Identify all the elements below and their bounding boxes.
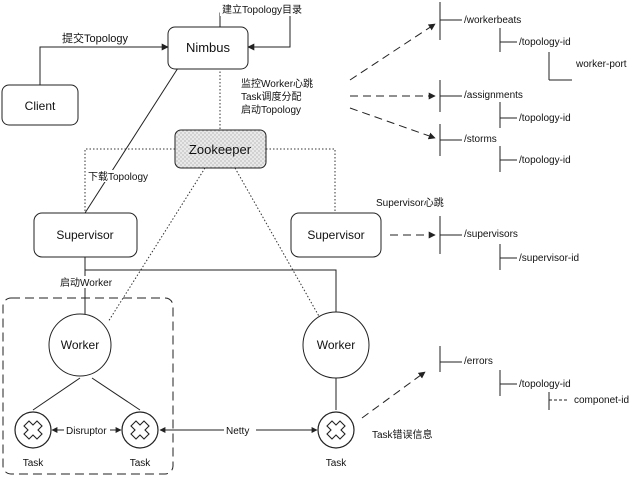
client-to-nimbus-arrow: [39, 43, 169, 85]
zk-workerbeats: /workerbeats: [464, 15, 521, 26]
create-dir-label: 建立Topology目录: [222, 3, 302, 16]
nimbus-supervisor-link: [84, 67, 179, 214]
zk-as-topology: /topology-id: [519, 113, 571, 124]
zk-tree-supervisors: /supervisors /supervisor-id: [439, 216, 579, 270]
arrow-to-workerbeats: [349, 23, 436, 81]
zk-tree-workerbeats: /workerbeats /topology-id worker-port: [439, 2, 627, 81]
nimbus-node: Nimbus: [167, 26, 249, 70]
zookeeper-worker-right-link: [234, 167, 321, 319]
zookeeper-label: Zookeeper: [189, 142, 252, 157]
task-left-label: Task: [23, 458, 45, 469]
zk-componet-id: componet-id: [574, 395, 629, 406]
start-worker-label: 启动Worker: [60, 276, 113, 289]
arrow-to-errors: [361, 371, 426, 419]
zk-storms: /storms: [464, 134, 497, 145]
supervisor-right-node: Supervisor: [290, 212, 382, 258]
zk-tree-errors: /errors /topology-id componet-id: [439, 346, 629, 410]
worker-left-label: Worker: [61, 338, 99, 352]
nimbus-duty-1: 监控Worker心跳: [241, 77, 313, 90]
zookeeper-supervisor-right-link: [266, 148, 336, 213]
zk-st-topology: /topology-id: [519, 155, 571, 166]
zk-tree-storms: /storms /topology-id: [439, 124, 571, 172]
zookeeper-node: Zookeeper: [174, 129, 267, 169]
submit-label: 提交Topology: [62, 31, 129, 45]
download-label: 下载Topology: [88, 171, 148, 183]
task-right-icon: [317, 411, 355, 449]
task-left-icon: [14, 411, 52, 449]
nimbus-label: Nimbus: [186, 40, 231, 55]
supervisor-heartbeat-label: Supervisor心跳: [376, 196, 444, 209]
supervisor-worker-right-link: [85, 269, 337, 312]
zk-errors: /errors: [464, 356, 493, 367]
zookeeper-worker-left-link: [107, 167, 206, 323]
zk-er-topology: /topology-id: [519, 379, 571, 390]
nimbus-duty-3: 启动Topology: [241, 103, 301, 116]
worker-task-link-1: [32, 377, 81, 411]
zk-wb-topology: /topology-id: [519, 37, 571, 48]
task-right-label: Task: [326, 458, 348, 469]
supervisor-left-node: Supervisor: [33, 212, 138, 258]
worker-task-link-2: [91, 377, 141, 411]
worker-left-node: Worker: [48, 313, 112, 377]
client-label: Client: [25, 99, 56, 113]
supervisor-left-label: Supervisor: [56, 228, 113, 242]
task-mid-icon: [121, 411, 159, 449]
zk-worker-port: worker-port: [575, 59, 627, 70]
task-mid-label: Task: [130, 458, 152, 469]
netty-label: Netty: [226, 426, 249, 437]
worker-right-node: Worker: [302, 311, 370, 379]
worker-group-box: [2, 297, 174, 475]
arrow-to-storms: [349, 107, 436, 140]
supervisor-right-label: Supervisor: [307, 228, 364, 242]
nimbus-duty-2: Task调度分配: [241, 90, 302, 103]
task-error-label: Task错误信息: [372, 428, 433, 441]
zk-supervisor-id: /supervisor-id: [519, 253, 579, 264]
disruptor-label: Disruptor: [66, 426, 107, 437]
zk-supervisors: /supervisors: [464, 229, 518, 240]
zk-tree-assignments: /assignments /topology-id: [439, 80, 571, 128]
zk-assignments: /assignments: [464, 90, 523, 101]
worker-right-label: Worker: [317, 338, 355, 352]
client-node: Client: [1, 84, 79, 126]
